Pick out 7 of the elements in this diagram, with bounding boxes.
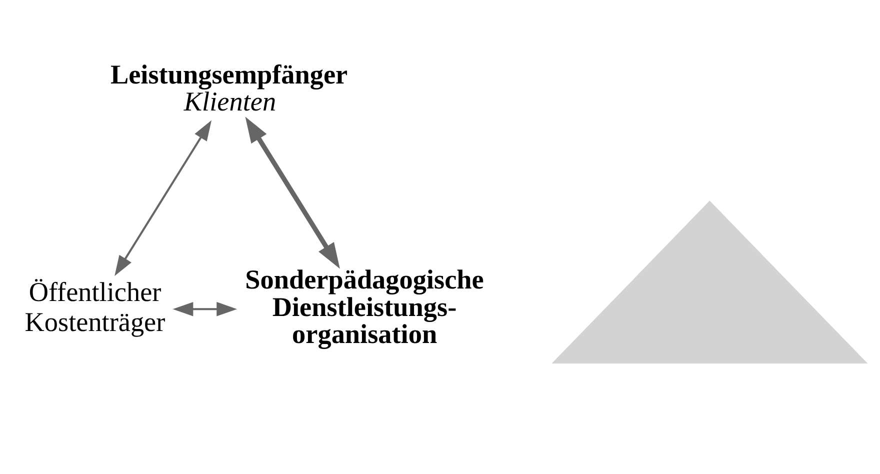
arrow — [114, 120, 212, 276]
node-text: Sonderpädagogische Dienstleistungs- organisation — [245, 264, 484, 350]
arrow — [172, 302, 238, 316]
arrow — [245, 116, 340, 269]
node-triangle — [552, 200, 868, 364]
node-text: Leistungsempfänger Klienten — [110, 59, 348, 116]
node-text: Öffentlicher Kostenträger — [24, 276, 166, 337]
